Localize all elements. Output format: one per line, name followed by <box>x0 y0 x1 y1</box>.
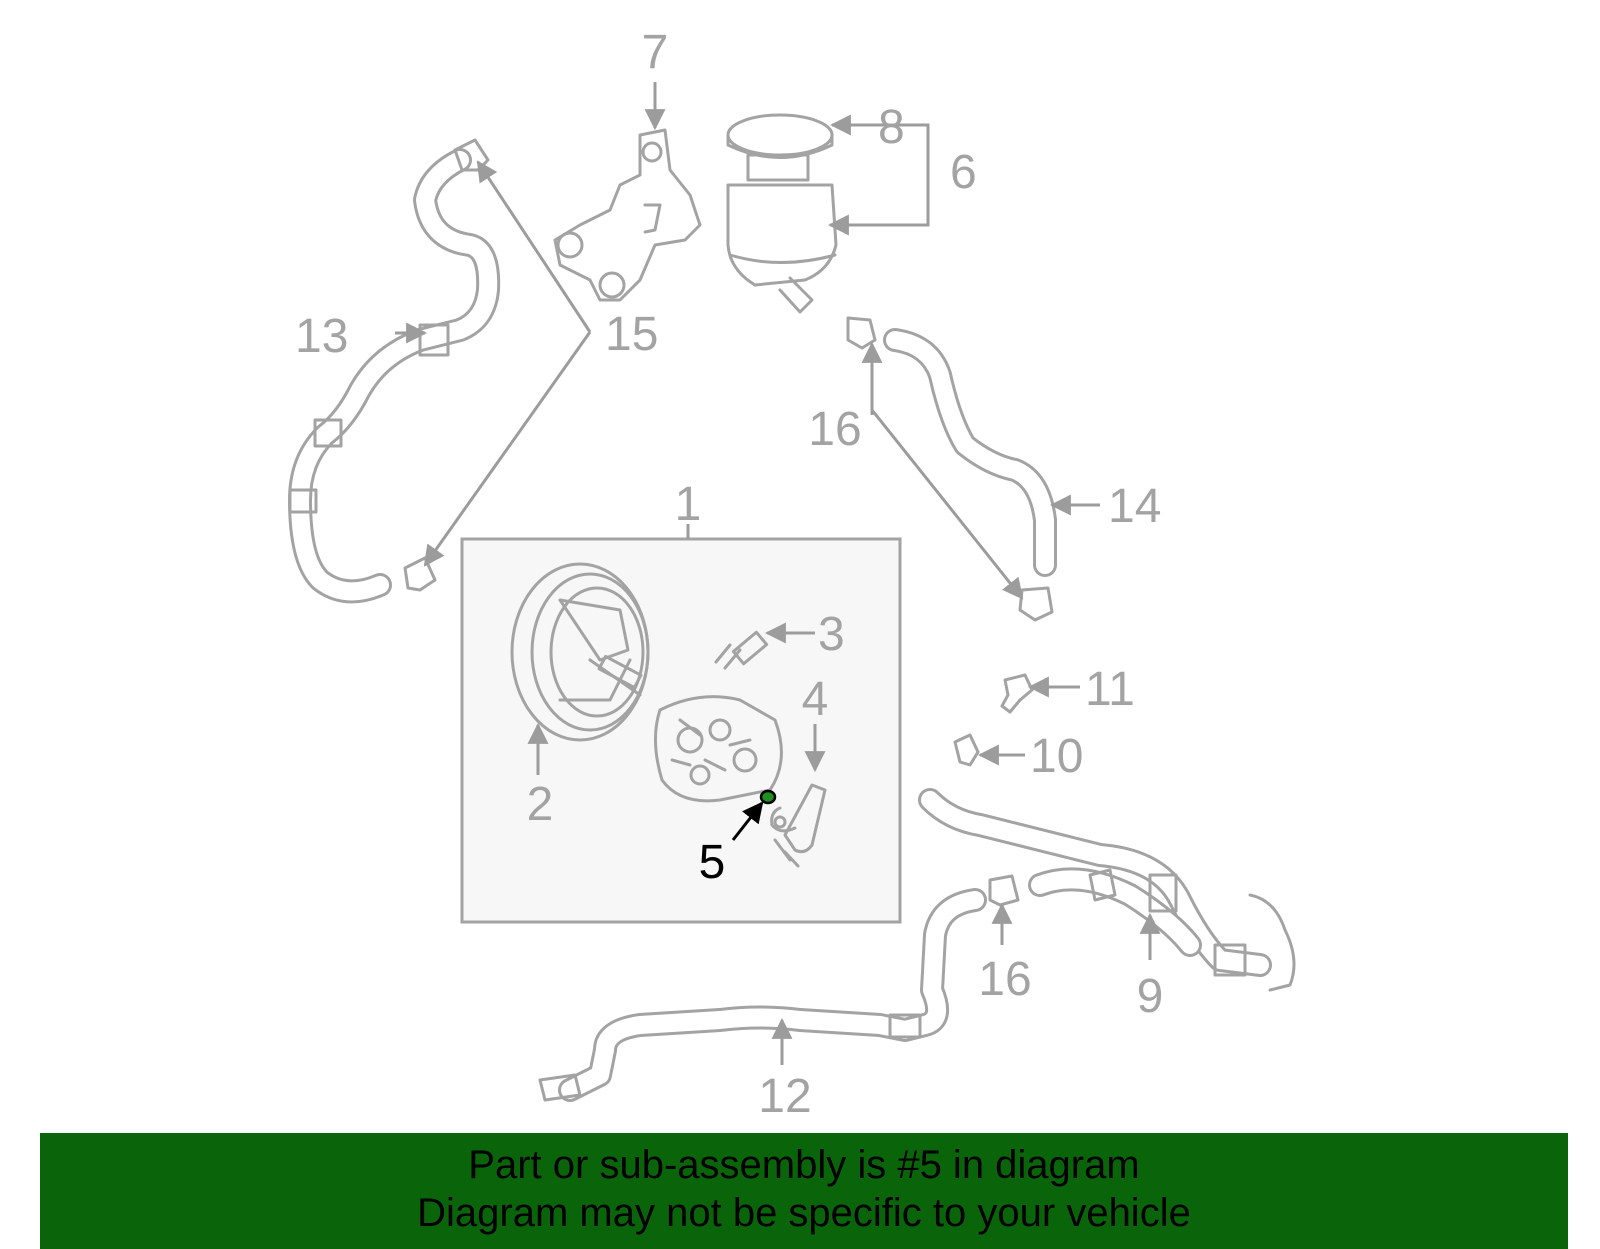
callout-13: 13 <box>295 310 348 363</box>
parts-diagram: 1 2 3 4 5 6 7 8 9 10 11 12 13 14 15 16 1… <box>288 26 1296 1123</box>
callout-10: 10 <box>1030 730 1083 783</box>
callout-11: 11 <box>1085 663 1135 716</box>
banner-line-disclaimer: Diagram may not be specific to your vehi… <box>417 1191 1191 1235</box>
callout-3: 3 <box>818 608 845 661</box>
return-hose <box>288 148 501 604</box>
callout-8: 8 <box>878 101 905 154</box>
info-banner: Part or sub-assembly is #5 in diagram Di… <box>40 1133 1568 1249</box>
pulley <box>510 562 650 742</box>
pressure-hose <box>918 788 1296 992</box>
callout-2: 2 <box>527 778 554 831</box>
callout-4: 4 <box>802 673 829 726</box>
callout-5: 5 <box>699 836 726 889</box>
callout-9: 9 <box>1137 970 1164 1023</box>
callout-6: 6 <box>950 146 977 199</box>
clamp-16-lower <box>988 874 1020 907</box>
callout-16-lower: 16 <box>978 953 1031 1006</box>
banner-line-part: Part or sub-assembly is #5 in diagram <box>468 1143 1140 1187</box>
reservoir <box>726 113 838 314</box>
callout-12: 12 <box>758 1070 811 1123</box>
callout-14: 14 <box>1108 480 1161 533</box>
fitting <box>770 783 827 868</box>
callout-16-upper: 16 <box>808 403 861 456</box>
cooler-hose <box>538 888 987 1102</box>
callout-7: 7 <box>642 26 669 79</box>
bracket <box>553 128 702 302</box>
gasket-10 <box>953 733 980 767</box>
bolt <box>714 630 769 670</box>
callout-1: 1 <box>675 478 702 531</box>
callout-15: 15 <box>605 308 658 361</box>
suction-hose <box>883 328 1057 577</box>
highlighted-part-5 <box>759 789 777 805</box>
union-bolt <box>1000 673 1034 714</box>
